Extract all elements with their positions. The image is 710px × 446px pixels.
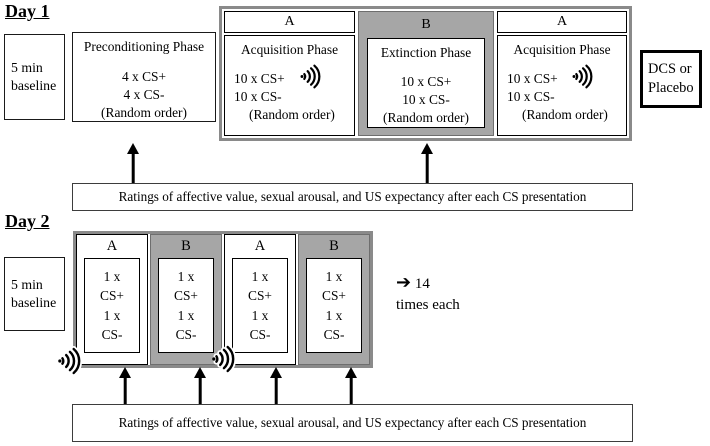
dcs-line: DCS or xyxy=(648,60,692,77)
day2-block-a2: A 1 x CS+ 1 x CS- xyxy=(224,234,296,365)
acquisition-phase-box: Acquisition Phase 10 x CS+ 10 x CS- (Ran… xyxy=(497,35,627,136)
condition-header-b: B xyxy=(181,238,191,254)
day2-block-b1: B 1 x CS+ 1 x CS- xyxy=(150,234,222,365)
condition-header-b: B xyxy=(329,238,339,254)
day2-block-b2: B 1 x CS+ 1 x CS- xyxy=(298,234,370,365)
cs-minus-count: 10 x CS- xyxy=(234,89,282,105)
phase-title: Acquisition Phase xyxy=(513,42,611,57)
trial-line: CS- xyxy=(101,326,123,342)
day1-baseline-box: 5 min baseline xyxy=(4,34,65,120)
trial-line: 1 x xyxy=(325,269,343,285)
cs-minus-count: 10 x CS- xyxy=(507,89,555,105)
trial-line: CS- xyxy=(323,326,345,342)
trial-line: CS+ xyxy=(322,288,346,304)
trial-line: 1 x xyxy=(103,269,121,285)
trial-box: 1 x CS+ 1 x CS- xyxy=(232,258,288,353)
cs-plus-count: 10 x CS+ xyxy=(507,71,558,86)
day1-preconditioning-box: Preconditioning Phase 4 x CS+ 4 x CS- (R… xyxy=(72,32,216,122)
ratings-bar-day2: Ratings of affective value, sexual arous… xyxy=(72,404,633,442)
up-arrow xyxy=(118,367,132,404)
dcs-line: Placebo xyxy=(648,80,694,96)
random-order-note: (Random order) xyxy=(383,109,469,125)
trial-line: CS- xyxy=(175,326,197,342)
trial-box: 1 x CS+ 1 x CS- xyxy=(306,258,362,353)
up-arrow xyxy=(269,367,283,404)
baseline-line: 5 min xyxy=(11,59,43,75)
repeat-indicator: ➔ 14 times each xyxy=(396,271,460,316)
day2-title: Day 2 xyxy=(5,211,50,231)
trial-box: 1 x CS+ 1 x CS- xyxy=(84,258,140,353)
up-arrow xyxy=(126,143,140,183)
baseline-line: 5 min xyxy=(11,276,43,292)
condition-header-a: A xyxy=(254,238,266,254)
up-arrow xyxy=(193,367,207,404)
baseline-line: baseline xyxy=(11,295,57,310)
extinction-phase-box: Extinction Phase 10 x CS+ 10 x CS- (Rand… xyxy=(367,38,485,128)
day2-block-a1: A 1 x CS+ 1 x CS- xyxy=(76,234,148,365)
acquisition-phase-box: Acquisition Phase 10 x CS+ 10 x CS- (Ran… xyxy=(224,35,355,136)
condition-header-a: A xyxy=(106,238,118,254)
phase-title: Preconditioning Phase xyxy=(83,39,205,54)
trial-line: 1 x xyxy=(325,307,343,323)
trial-line: 1 x xyxy=(177,269,195,285)
trial-line: CS- xyxy=(249,326,271,342)
cs-plus-count: 10 x CS+ xyxy=(234,71,285,86)
day1-title: Day 1 xyxy=(5,1,50,21)
up-arrow xyxy=(344,367,358,404)
condition-header-a: A xyxy=(497,11,627,33)
trial-line: CS+ xyxy=(100,288,124,304)
cs-minus-count: 4 x CS- xyxy=(123,86,165,102)
phase-title: Acquisition Phase xyxy=(240,42,339,57)
cs-plus-count: 10 x CS+ xyxy=(400,74,452,89)
trial-line: 1 x xyxy=(251,269,269,285)
trial-line: CS+ xyxy=(174,288,198,304)
right-arrow-icon: ➔ xyxy=(396,272,412,293)
random-order-note: (Random order) xyxy=(522,107,608,123)
day1-acquisition-section-1: A Acquisition Phase 10 x CS+ 10 x CS- (R… xyxy=(224,11,355,136)
random-order-note: (Random order) xyxy=(101,104,187,120)
trial-line: CS+ xyxy=(248,288,272,304)
sound-waves-icon xyxy=(57,346,85,376)
trial-line: 1 x xyxy=(103,307,121,323)
condition-header-b: B xyxy=(421,17,431,32)
repeat-count: 14 xyxy=(414,276,430,292)
repeat-unit: times each xyxy=(396,297,460,314)
day2-baseline-box: 5 min baseline xyxy=(4,257,65,331)
cs-plus-count: 4 x CS+ xyxy=(121,69,167,84)
sound-waves-icon xyxy=(299,63,325,90)
dcs-placebo-box: DCS or Placebo xyxy=(640,50,702,108)
condition-header-a: A xyxy=(224,11,355,33)
trial-box: 1 x CS+ 1 x CS- xyxy=(158,258,214,353)
day1-phase-container: A Acquisition Phase 10 x CS+ 10 x CS- (R… xyxy=(219,6,632,141)
cs-minus-count: 10 x CS- xyxy=(402,91,450,107)
sound-waves-icon xyxy=(571,63,597,90)
ratings-bar-day1: Ratings of affective value, sexual arous… xyxy=(72,183,633,211)
trial-line: 1 x xyxy=(251,307,269,323)
up-arrow xyxy=(420,143,434,183)
day1-acquisition-section-2: A Acquisition Phase 10 x CS+ 10 x CS- (R… xyxy=(497,11,627,136)
sound-waves-icon xyxy=(211,344,239,374)
day1-extinction-section: B Extinction Phase 10 x CS+ 10 x CS- (Ra… xyxy=(358,11,494,136)
random-order-note: (Random order) xyxy=(249,107,335,123)
baseline-line: baseline xyxy=(11,78,57,93)
trial-line: 1 x xyxy=(177,307,195,323)
day2-trial-container: A 1 x CS+ 1 x CS- B 1 x CS+ 1 x CS- A 1 … xyxy=(73,231,373,368)
phase-title: Extinction Phase xyxy=(380,45,472,60)
